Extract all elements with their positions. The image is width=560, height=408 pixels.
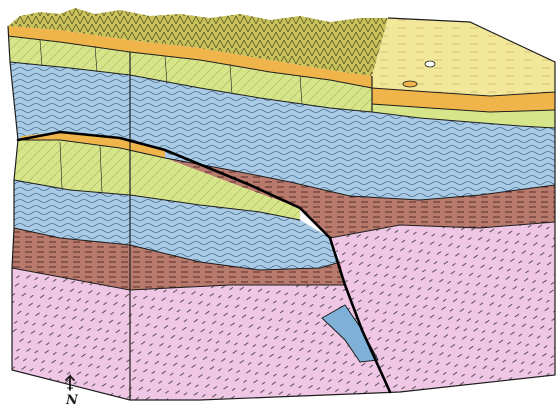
sandstone-plateau bbox=[372, 18, 555, 96]
north-arrow-label: N bbox=[65, 393, 79, 408]
